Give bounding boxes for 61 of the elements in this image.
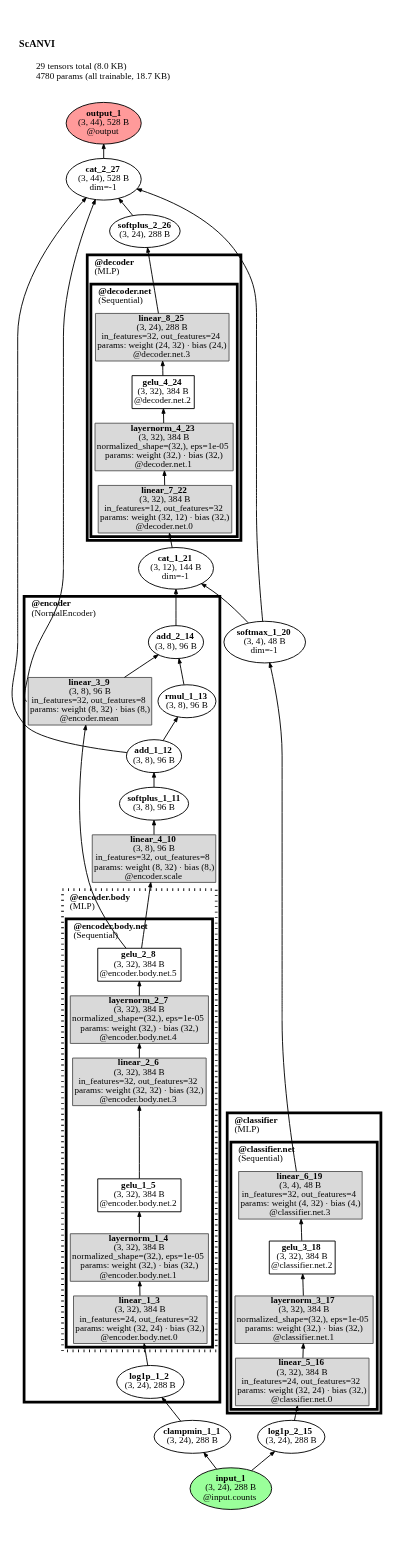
arrow xyxy=(173,588,179,626)
arrow xyxy=(160,360,165,376)
node-box: layernorm_2_7 (3, 32), 384 B normalized_shape=(32,), eps=1e-05 params: weight (32,) · bias (32,) @encoder.body.net.4 xyxy=(69,994,209,1044)
node-ellipse: input_1 (3, 24), 288 B @input.counts xyxy=(189,1466,273,1510)
arrow xyxy=(151,771,157,787)
node-box: layernorm_3_17 (3, 32), 384 B normalized_shape=(32,), eps=1e-05 params: weight (32,) · bias (32,) @classifier.net.1 xyxy=(234,1295,374,1344)
arrow xyxy=(146,246,159,314)
node-box: linear_6_19 (3, 4), 48 B in_features=32, out_features=4 params: weight (4, 32) · bias (4,) @classifier.net.3 xyxy=(238,1170,363,1220)
arrow xyxy=(301,1342,306,1358)
node-ellipse: softmax_1_20 (3, 4), 48 B dim=-1 xyxy=(223,620,306,663)
arrow xyxy=(162,469,167,486)
node-box: linear_3_9 (3, 8), 96 B in_features=32, out_features=8 params: weight (8, 32) · bias (8,) @encoder.mean xyxy=(27,676,153,725)
arrow xyxy=(124,653,159,678)
arrow xyxy=(151,819,157,835)
node-box: layernorm_1_4 (3, 32), 384 B normalized_shape=(32,), eps=1e-05 params: weight (32,) · bias (32,) @encoder.body.net.1 xyxy=(69,1232,209,1282)
node-box: gelu_1_5 (3, 32), 384 B @encoder.body.net.2 xyxy=(97,1177,182,1212)
arrow xyxy=(142,1342,149,1366)
arrow xyxy=(24,198,96,702)
arrow xyxy=(177,657,185,685)
node-box: linear_4_10 (3, 8), 96 B in_features=32, out_features=8 params: weight (8, 32) · bias (8,) @encoder.scale xyxy=(91,833,217,883)
label: 4780 params (all trainable, 18.7 KB) xyxy=(35,70,171,81)
node-ellipse: softplus_2_26 (3, 24), 288 B xyxy=(109,213,181,248)
arrow xyxy=(203,1451,217,1470)
diagram-title: ScANVI xyxy=(19,37,55,49)
node-ellipse: clampmin_1_1 (3, 24), 288 B xyxy=(153,1419,232,1454)
arrow xyxy=(141,881,153,948)
node-box: gelu_2_8 (3, 32), 384 B @encoder.body.net.5 xyxy=(97,947,182,982)
arrow xyxy=(137,1104,142,1179)
node-ellipse: log1p_1_2 (3, 24), 288 B xyxy=(116,1364,185,1399)
node-ellipse: softplus_1_11 (3, 8), 96 B xyxy=(118,786,190,821)
node-box: linear_8_25 (3, 24), 288 B in_features=32, out_features=24 params: weight (24, 32) · bias (24,) @decoder.net.3 xyxy=(95,312,230,361)
arrow xyxy=(161,1396,182,1422)
arrow xyxy=(79,724,127,949)
node-ellipse: output_1 (3, 44), 528 B @output xyxy=(65,101,142,144)
node-box: linear_7_22 (3, 32), 384 B in_features=12, out_features=32 params: weight (32, 12) · bias (32,) @decoder.net.0 xyxy=(97,484,233,533)
arrow xyxy=(101,143,106,159)
arrow xyxy=(168,532,173,548)
arrow xyxy=(251,1450,276,1471)
node-box: linear_5_16 (3, 32), 384 B in_features=24, out_features=32 params: weight (32, 24) · bias (32,) @classifier.net.0 xyxy=(235,1357,370,1406)
node-ellipse: add_1_12 (3, 8), 96 B xyxy=(126,738,183,773)
node-ellipse: rmul_1_13 (3, 8), 96 B xyxy=(157,683,217,718)
arrow xyxy=(137,1042,142,1058)
arrow xyxy=(137,980,142,996)
arrow xyxy=(136,187,264,622)
arrow xyxy=(162,716,179,741)
arrow xyxy=(161,407,166,423)
arrow xyxy=(268,661,297,1172)
arrow xyxy=(118,197,134,216)
arrow xyxy=(137,1280,142,1296)
arrow xyxy=(11,196,128,753)
arrow xyxy=(294,1404,299,1421)
arrow xyxy=(299,1218,304,1241)
arrow xyxy=(137,1211,142,1234)
node-box: gelu_3_18 (3, 32), 384 B @classifier.net.2 xyxy=(268,1240,336,1274)
label: 29 tensors total (8.0 KB) xyxy=(35,60,127,71)
node-box: gelu_4_24 (3, 32), 384 B @decoder.net.2 xyxy=(131,374,195,409)
arrow xyxy=(300,1273,305,1296)
node-box: layernorm_4_23 (3, 32), 384 B normalized_shape=(32,), eps=1e-05 params: weight (32,) · bias (32,) @decoder.net.1 xyxy=(94,422,234,471)
node-box: linear_1_3 (3, 32), 384 B in_features=24, out_features=32 params: weight (32, 24) · bias (32,) @encoder.body.net.0 xyxy=(73,1295,208,1344)
node-box: linear_2_6 (3, 32), 384 B in_features=32, out_features=32 params: weight (32, 32) · bias (32,) @encoder.body.net.3 xyxy=(72,1057,207,1106)
arrow xyxy=(201,582,249,623)
